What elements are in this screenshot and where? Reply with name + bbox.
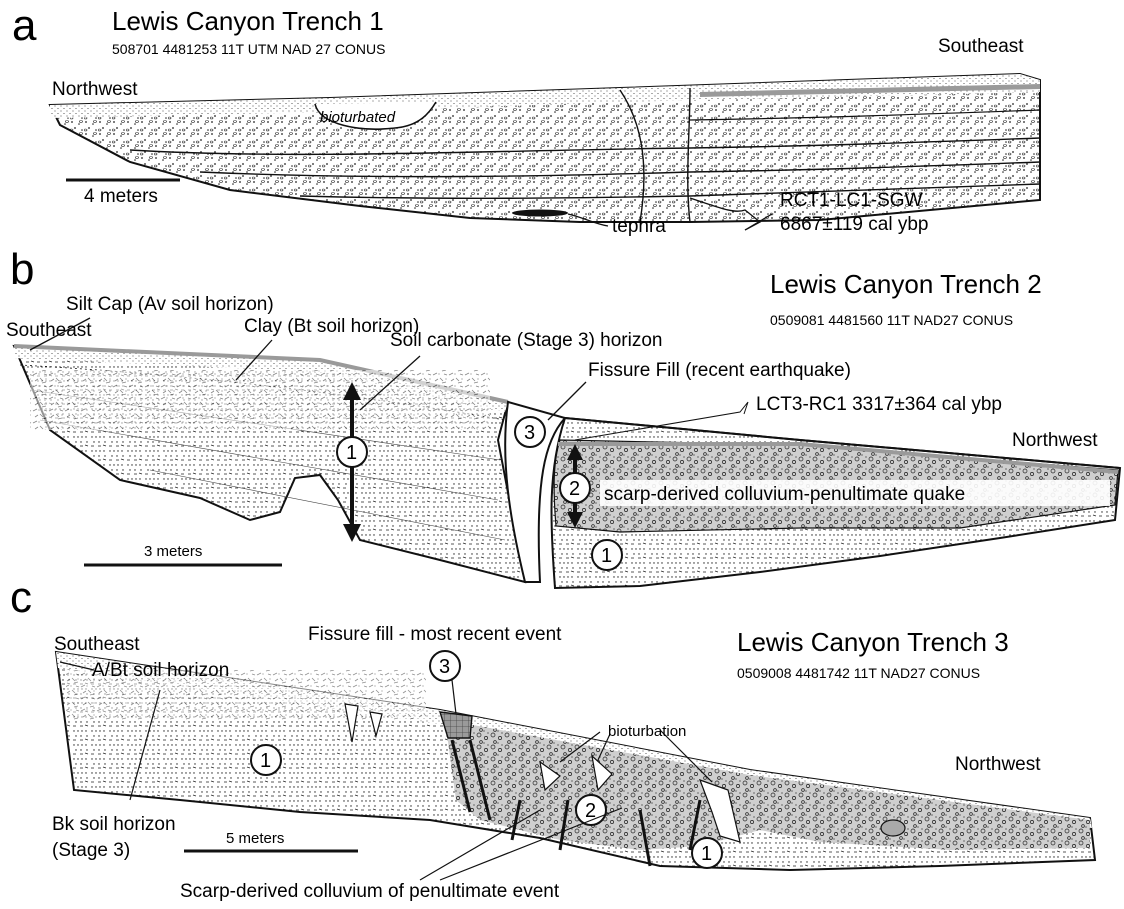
northwest-label: Northwest (52, 79, 138, 100)
clast (881, 820, 905, 836)
fissure-fill-label: Fissure Fill (recent earthquake) (588, 360, 851, 381)
bioturbated-label: bioturbated (320, 109, 396, 126)
unit3-number: 3 (439, 656, 450, 678)
trench2-carbonate-zone (30, 370, 490, 430)
unit1-footwall-number: 1 (601, 545, 612, 567)
trench1-title: Lewis Canyon Trench 1 (112, 6, 384, 36)
carbonate-label: Soil carbonate (Stage 3) horizon (390, 330, 663, 351)
trench2-coords: 0509081 4481560 11T NAD27 CONUS (770, 312, 1013, 328)
fissure-leader (452, 680, 456, 714)
fissure-leader (548, 382, 586, 420)
southeast-label: Southeast (6, 320, 92, 341)
panel-c: c Lewis Canyon Trench 3 0509008 4481742 … (10, 573, 1095, 902)
panel-letter-c: c (10, 573, 32, 622)
scale-label: 3 meters (144, 543, 202, 560)
abt-label: A/Bt soil horizon (92, 660, 229, 681)
northwest-label: Northwest (1012, 430, 1098, 451)
bk-label-line2: (Stage 3) (52, 840, 130, 861)
southeast-label: Southeast (938, 36, 1024, 57)
sample-age-label: 6867±119 cal ybp (780, 214, 928, 235)
trench1-coords: 508701 4481253 11T UTM NAD 27 CONUS (112, 41, 385, 57)
panel-letter-a: a (12, 1, 37, 50)
fissure-fill-label: Fissure fill - most recent event (308, 624, 562, 645)
northwest-label: Northwest (955, 754, 1041, 775)
unit3-number: 3 (524, 422, 535, 444)
trench3-title: Lewis Canyon Trench 3 (737, 627, 1009, 657)
tephra-label: tephra (612, 216, 666, 237)
colluvium-label: scarp-derived colluvium-penultimate quak… (604, 484, 965, 505)
panel-a: a Lewis Canyon Trench 1 508701 4481253 1… (12, 1, 1040, 237)
sample-label: LCT3-RC1 3317±364 cal ybp (756, 394, 1002, 415)
colluvium-label: Scarp-derived colluvium of penultimate e… (180, 881, 560, 902)
trench3-colluvium (445, 720, 1090, 850)
trench3-coords: 0509008 4481742 11T NAD27 CONUS (737, 665, 980, 681)
panel-letter-b: b (10, 245, 34, 294)
southeast-label: Southeast (54, 634, 140, 655)
silt-cap-label: Silt Cap (Av soil horizon) (66, 294, 274, 315)
scale-label: 5 meters (226, 830, 284, 847)
bioturbation-label: bioturbation (608, 723, 686, 740)
unit1-number: 1 (346, 442, 357, 464)
unit1-footwall-number: 1 (701, 843, 712, 865)
tephra-lens (512, 210, 568, 217)
unit1-number: 1 (260, 750, 271, 772)
scale-label: 4 meters (84, 186, 158, 207)
panel-b: b Lewis Canyon Trench 2 0509081 4481560 … (6, 245, 1120, 588)
sample-id-label: RCT1-LC1-SGW (780, 190, 923, 211)
unit2-number: 2 (569, 478, 580, 500)
bk-label-line1: Bk soil horizon (52, 814, 176, 835)
trench2-title: Lewis Canyon Trench 2 (770, 269, 1042, 299)
